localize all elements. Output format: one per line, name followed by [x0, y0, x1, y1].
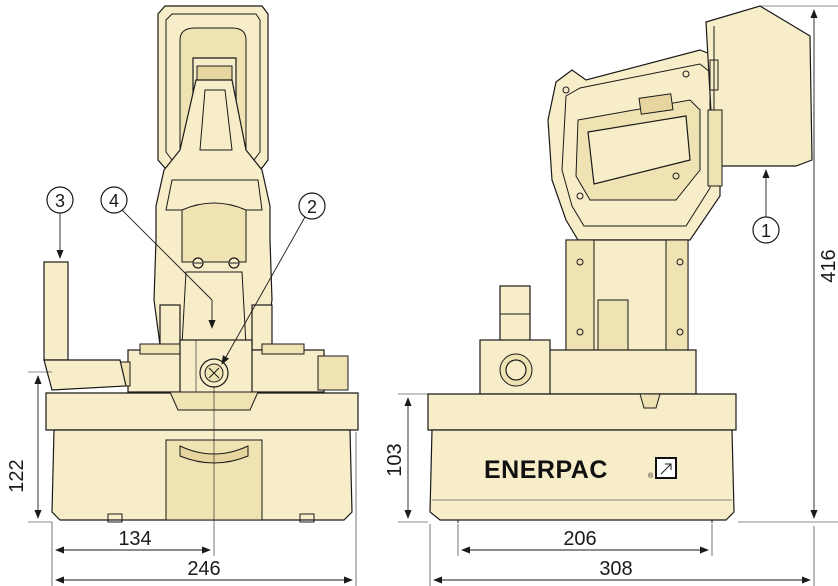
dim-side-width: 308 [599, 558, 632, 580]
dim-front-width: 246 [187, 558, 220, 580]
dim-side-base-height: 103 [384, 443, 406, 476]
callout-4 [100, 186, 128, 214]
front-view [43, 5, 359, 523]
dim-front-center-offset: 134 [118, 528, 151, 550]
enerpac-logo: ENERPAC [484, 456, 608, 484]
front-dimensions: 122 134 246 [6, 371, 357, 586]
pump-icon [655, 457, 677, 479]
side-view: ENERPAC ® [427, 5, 813, 523]
svg-text:3: 3 [55, 191, 65, 211]
svg-text:4: 4 [109, 191, 119, 211]
callouts-side: 1 [752, 169, 780, 244]
dim-side-foot-span: 206 [563, 528, 596, 550]
callouts-front: 3 4 2 [46, 186, 326, 365]
svg-text:1: 1 [761, 221, 771, 241]
dim-front-base-height: 122 [6, 459, 28, 492]
callout-2 [298, 192, 326, 220]
svg-text:2: 2 [307, 197, 317, 217]
registered-mark: ® [648, 472, 654, 480]
side-dimensions: 103 206 308 416 [384, 5, 838, 586]
dim-overall-height: 416 [818, 249, 838, 282]
